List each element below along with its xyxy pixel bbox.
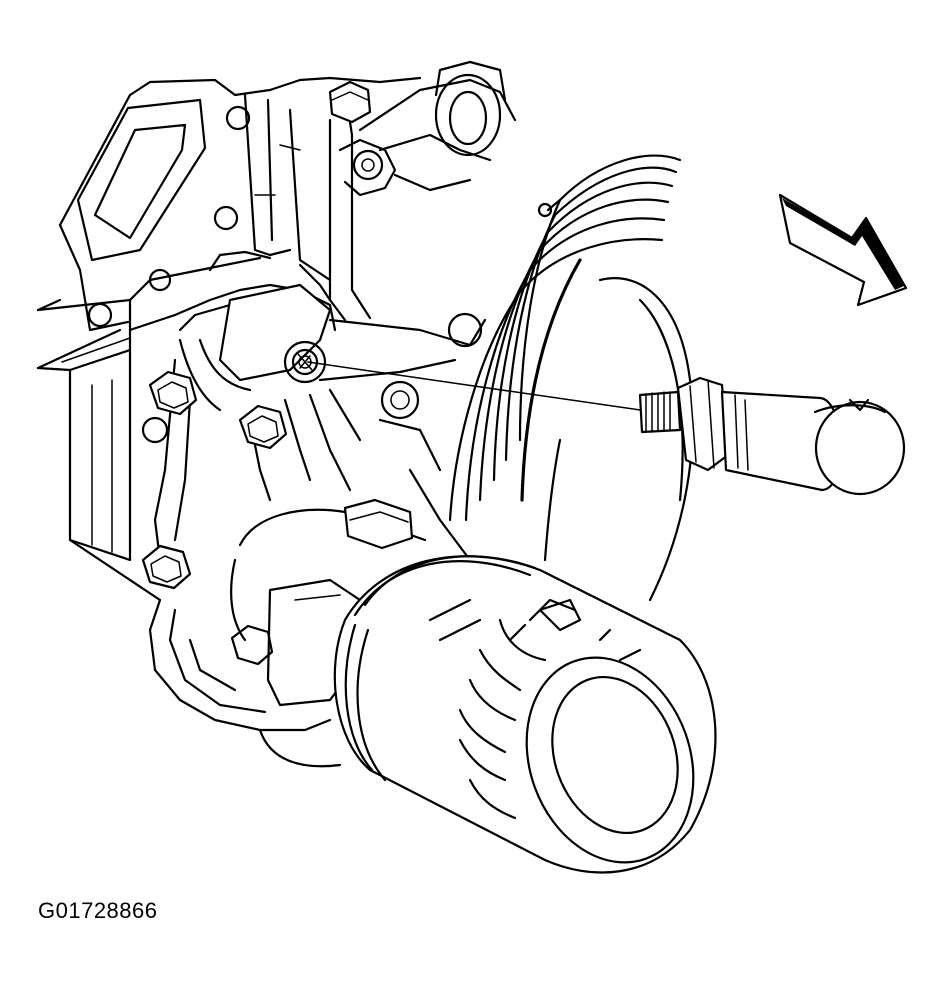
figure-id-label: G01728866: [38, 898, 158, 923]
crankshaft-pulley: [448, 154, 694, 602]
oil-pressure-sensor: [61, 337, 906, 496]
direction-arrow: [778, 193, 908, 307]
adapter-bolt: [148, 370, 198, 416]
adapter-bolt: [230, 624, 274, 666]
oil-filter-adapter: [128, 283, 362, 768]
oil-filter: [230, 498, 717, 874]
engine-block: [36, 256, 487, 602]
adapter-bolt: [238, 404, 288, 450]
adapter-bolt: [141, 544, 192, 590]
mounting-bracket: [58, 60, 517, 332]
